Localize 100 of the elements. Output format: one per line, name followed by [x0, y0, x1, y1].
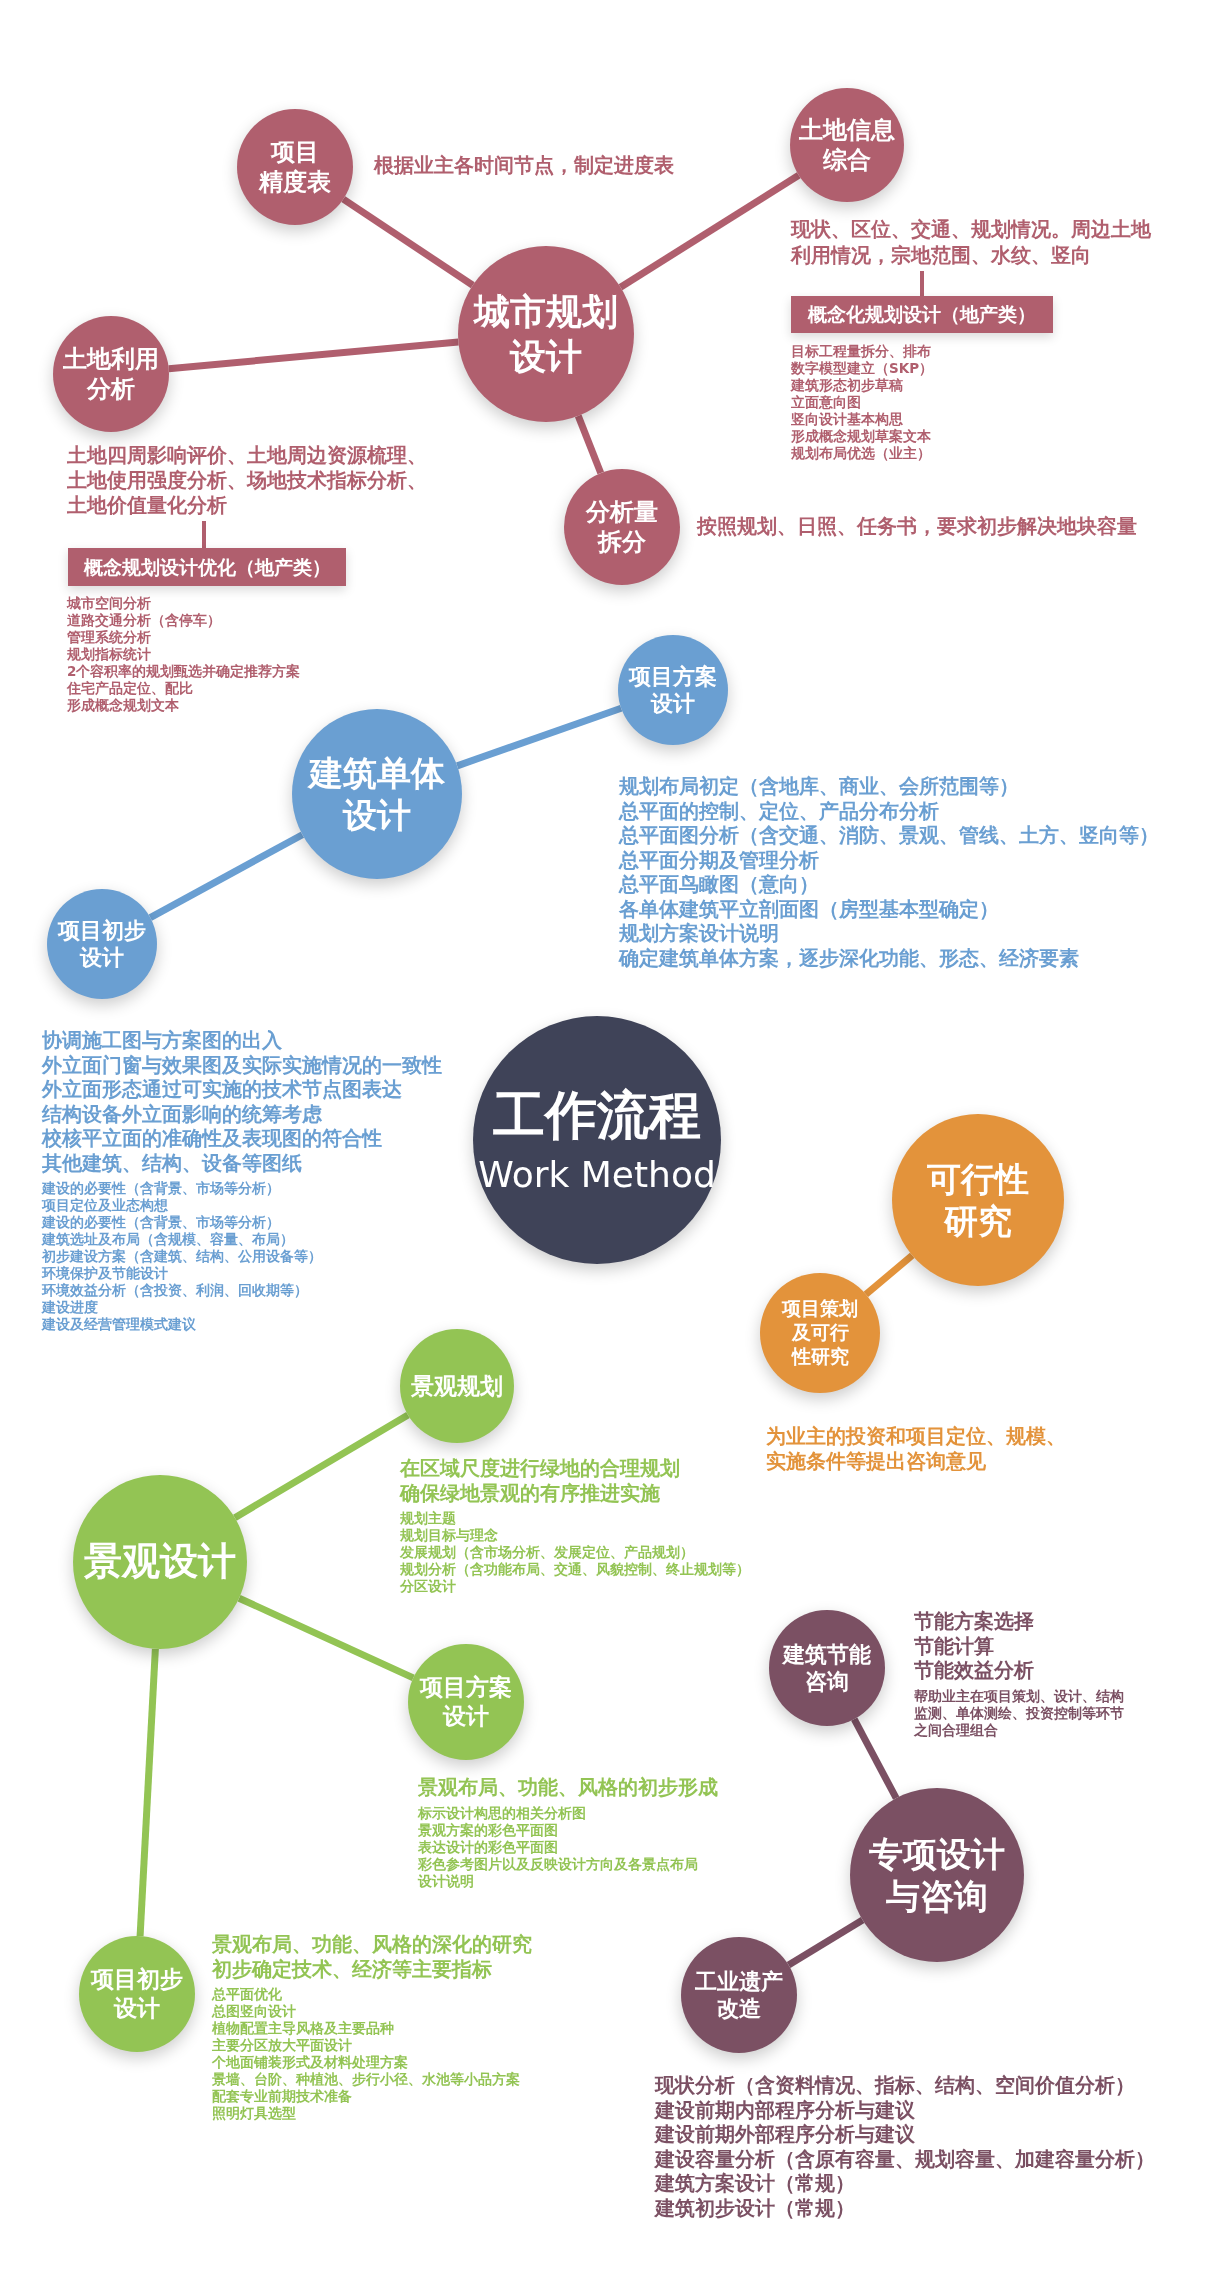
topic-label: 土地信息综合: [799, 115, 895, 175]
list-item: 照明灯具选型: [212, 2105, 296, 2122]
list-item: 环境效益分析（含投资、利润、回收期等）: [42, 1282, 308, 1299]
connector-line: [575, 414, 604, 475]
list-item: 规划分析（含功能布局、交通、风貌控制、终止规划等）: [400, 1561, 750, 1578]
list-item: 环境保护及节能设计: [42, 1265, 168, 1282]
connector-line: [148, 831, 305, 921]
list-item: 城市空间分析: [67, 595, 151, 612]
list-item: 规划布局优选（业主）: [791, 445, 931, 462]
list-item: 建筑选址及布局（含规模、容量、布局）: [42, 1231, 294, 1248]
list-item: 形成概念规划文本: [67, 697, 179, 714]
topic-circle: [47, 889, 157, 999]
list-item: 建设进度: [42, 1299, 98, 1316]
connector-line: [136, 1648, 159, 1937]
description-text: 建设前期内部程序分析与建议: [655, 2097, 915, 2122]
description-text: 协调施工图与方案图的出入: [42, 1028, 282, 1053]
description-text: 现状分析（含资料情况、指标、结构、空间价值分析）: [655, 2073, 1135, 2098]
description-text: 为业主的投资和项目定位、规模、实施条件等提出咨询意见: [766, 1424, 1067, 1473]
description-text: 总平面鸟瞰图（意向）: [619, 872, 819, 897]
topic-label: 可行性研究: [927, 1157, 1029, 1243]
description-text: 规划布局初定（含地库、商业、会所范围等）: [619, 774, 1019, 799]
description-text: 其他建筑、结构、设备等图纸: [42, 1150, 302, 1175]
description-text: 外立面形态通过可实施的技术节点图表达: [42, 1077, 402, 1102]
connector-line: [168, 338, 459, 373]
description-text: 景观布局、功能、风格的初步形成: [418, 1775, 718, 1800]
topic-label: 项目方案设计: [420, 1673, 512, 1731]
description-text: 根据业主各时间节点，制定进度表: [374, 153, 674, 178]
topic-label: 城市规划设计: [474, 290, 618, 379]
topic-circle: [681, 1937, 797, 2053]
topic-label: 分析量拆分: [586, 497, 658, 557]
list-item: 2个容积率的规划甄选并确定推荐方案: [67, 663, 301, 680]
description-text: 现状、区位、交通、规划情况。周边土地利用情况，宗地范围、水纹、竖向: [791, 216, 1163, 268]
topic-label: 项目策划及可行性研究: [782, 1297, 858, 1369]
list-item: 植物配置主导风格及主要品种: [212, 2020, 394, 2037]
description-text: 按照规划、日照、任务书，要求初步解决地块容量: [697, 514, 1137, 539]
list-item: 规划主题: [400, 1510, 456, 1527]
list-item: 景墙、台阶、种植池、步行小径、水池等小品方案: [212, 2071, 520, 2088]
leader-line: [202, 521, 206, 548]
topic-label: 项目方案设计: [629, 662, 717, 718]
description-text: 总平面图分析（含交通、消防、景观、管线、土方、竖向等）: [619, 823, 1159, 848]
topic-circle: [400, 1329, 514, 1443]
topic-label: 项目精度表: [259, 137, 331, 197]
description-text: 建设前期外部程序分析与建议: [655, 2122, 915, 2147]
list-item: 立面意向图: [791, 394, 861, 411]
description-text: 建筑方案设计（常规）: [655, 2171, 855, 2196]
topic-circle: [618, 635, 728, 745]
topic-label: 景观设计: [84, 1538, 236, 1586]
description-text: 节能效益分析: [914, 1658, 1035, 1683]
list-item: 建设的必要性（含背景、市场等分析）: [42, 1180, 280, 1197]
topic-circle: [79, 1936, 195, 2052]
heading-bar: 概念规划设计优化（地产类）: [68, 548, 346, 586]
list-item: 帮助业主在项目策划、设计、结构监测、单体测绘、投资控制等环节之间合理组合: [914, 1687, 1125, 1739]
subtitle-text: Work Method: [478, 1153, 716, 1197]
connector-line: [851, 1717, 900, 1800]
description-text: 在区域尺度进行绿地的合理规划: [400, 1456, 680, 1481]
list-item: 初步建设方案（含建筑、结构、公用设备等）: [42, 1248, 322, 1265]
list-item: 发展规划（含市场分析、发展定位、产品规划）: [400, 1544, 694, 1561]
list-item: 住宅产品定位、配比: [67, 680, 193, 697]
list-item: 规划指标统计: [67, 646, 151, 663]
list-item: 个地面铺装形式及材料处理方案: [212, 2054, 408, 2071]
list-item: 项目定位及业态构想: [42, 1197, 168, 1214]
description-text: 总平面的控制、定位、产品分布分析: [619, 798, 939, 823]
topic-circle: [760, 1273, 880, 1393]
description-text: 初步确定技术、经济等主要指标: [212, 1956, 492, 1981]
description-text: 校核平立面的准确性及表现图的符合性: [42, 1126, 382, 1151]
description-text: 结构设备外立面影响的统筹考虑: [42, 1101, 322, 1126]
description-text: 景观布局、功能、风格的深化的研究: [212, 1932, 532, 1957]
description-text: 各单体建筑平立剖面图（房型基本型确定）: [619, 896, 999, 921]
list-item: 形成概念规划草案文本: [791, 428, 931, 445]
connector-line: [237, 1595, 415, 1682]
list-item: 总平面优化: [212, 1986, 282, 2003]
topic-label: 工业遗产改造: [695, 1967, 783, 2023]
topic-circle: [458, 246, 634, 422]
description-text: 节能方案选择: [914, 1609, 1035, 1634]
topic-circle: [790, 88, 904, 202]
description-text: 规划方案设计说明: [619, 921, 779, 946]
heading-bar: 概念化规划设计（地产类）: [791, 296, 1053, 333]
title-text: 工作流程: [493, 1084, 701, 1147]
list-item: 表达设计的彩色平面图: [418, 1838, 558, 1856]
connector-line: [863, 1252, 915, 1298]
list-item: 管理系统分析: [67, 629, 151, 646]
topic-label: 建筑节能咨询: [783, 1640, 871, 1696]
connector-line: [786, 1917, 865, 1968]
topic-circle: [408, 1644, 524, 1760]
list-item: 数字模型建立（SKP）: [791, 360, 934, 377]
topic-label: 项目初步设计: [58, 916, 146, 972]
topic-circle: [564, 469, 680, 585]
list-item: 竖向设计基本构思: [791, 411, 903, 428]
description-text: 确定建筑单体方案，逐步深化功能、形态、经济要素: [619, 945, 1079, 970]
connector-line: [618, 172, 801, 291]
description-text: 总平面分期及管理分析: [619, 847, 819, 872]
leader-line: [920, 271, 924, 296]
list-item: 配套专业前期技术准备: [212, 2088, 352, 2105]
list-item: 规划目标与理念: [400, 1527, 498, 1544]
description-text: 建设容量分析（含原有容量、规划容量、加建容量分析）: [655, 2146, 1155, 2171]
list-item: 标示设计构思的相关分析图: [418, 1804, 586, 1822]
topic-circle: [769, 1610, 885, 1726]
list-item: 分区设计: [400, 1578, 456, 1595]
topic-label: 项目初步设计: [91, 1965, 183, 2023]
topic-circle: [237, 109, 353, 225]
